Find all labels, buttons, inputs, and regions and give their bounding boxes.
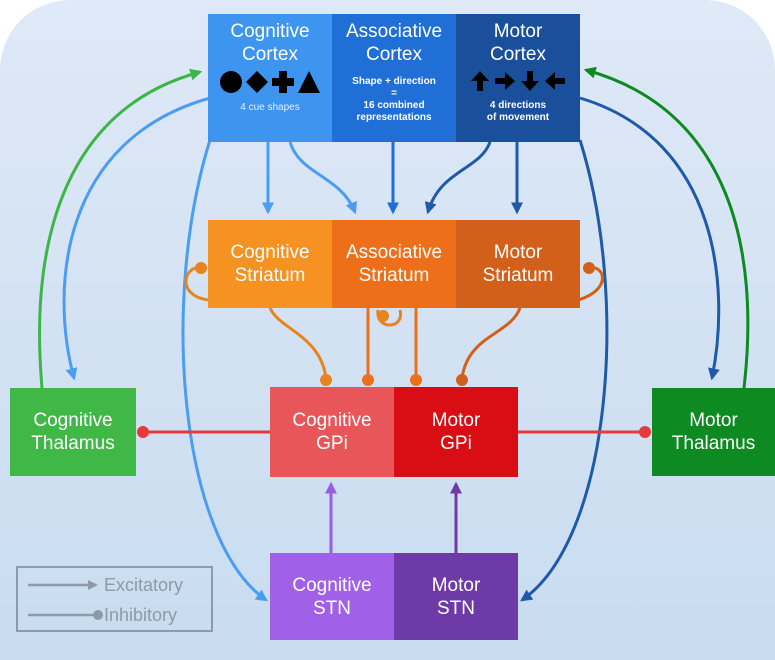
associative-note-1: Shape + direction: [352, 76, 436, 87]
associative-cortex-box: Associative Cortex Shape + direction = 1…: [332, 14, 456, 142]
associative-striatum-box: Associative Striatum: [332, 220, 456, 308]
motor-note-2: of movement: [486, 112, 550, 123]
motor-stn-line2: STN: [437, 597, 475, 619]
cognitive-gpi-box: Cognitive GPi: [270, 387, 394, 477]
motor-striatum-line2: Striatum: [482, 265, 554, 286]
cognitive-stn-line1: Cognitive: [292, 574, 372, 596]
cog-striatum-to-cog-gpi: [268, 307, 328, 379]
motor-thalamus-box: Motor Thalamus: [652, 388, 775, 476]
motor-cortex-to-motor-thalamus: [579, 96, 721, 381]
cognitive-gpi-line1: Cognitive: [292, 410, 372, 431]
legend-inhibitory-label: Inhibitory: [104, 605, 178, 625]
arrow-right-icon: [495, 72, 515, 90]
cognitive-stn-box: Cognitive STN: [270, 553, 394, 640]
cognitive-stn-line2: STN: [313, 597, 351, 619]
cog-cortex-to-cog-thalamus: [62, 96, 211, 381]
motor-striatum-to-motor-gpi: [460, 307, 522, 379]
cog-thalamus-to-cog-cortex: [38, 68, 203, 389]
inhibitory-legend-icon: [28, 610, 103, 620]
associative-note-4: representations: [356, 112, 432, 123]
cognitive-striatum-box: Cognitive Striatum: [208, 220, 332, 308]
cognitive-cortex-line1: Cognitive: [230, 21, 310, 42]
cognitive-striatum-line2: Striatum: [234, 265, 306, 286]
motor-gpi-box: Motor GPi: [394, 387, 518, 477]
motor-cortex-line1: Motor: [493, 21, 543, 42]
motor-striatum-box: Motor Striatum: [456, 220, 580, 308]
arrow-down-icon: [521, 71, 539, 91]
cog-striatum-to-cog-gpi-end: [320, 374, 332, 386]
cog-striatum-loop-end: [195, 262, 207, 274]
motor-cortex-box: Motor Cortex 4 directions of movement: [456, 14, 580, 142]
motor-cortex-line2: Cortex: [490, 44, 546, 65]
cue-shapes-caption: 4 cue shapes: [240, 102, 300, 113]
excitatory-legend-icon: [28, 580, 98, 590]
diamond-icon: [246, 71, 268, 93]
motor-gpi-line1: Motor: [431, 410, 481, 431]
cognitive-thalamus-box: Cognitive Thalamus: [10, 388, 136, 476]
motor-thalamus-line2: Thalamus: [671, 433, 756, 454]
associative-striatum-line1: Associative: [345, 242, 443, 263]
associative-cortex-line1: Associative: [345, 21, 443, 42]
motor-cortex-to-motor-stn: [520, 139, 609, 602]
cognitive-striatum-line1: Cognitive: [230, 242, 310, 263]
cog-gpi-to-cog-thalamus-end: [137, 426, 149, 438]
cog-cortex-to-cog-stn: [181, 139, 268, 602]
cog-cortex-to-assoc-striatum: [288, 141, 357, 215]
legend: Excitatory Inhibitory: [16, 566, 213, 632]
triangle-icon: [298, 71, 320, 93]
associative-note-2: =: [391, 88, 397, 99]
circle-icon: [220, 71, 242, 93]
cognitive-thalamus-line2: Thalamus: [31, 433, 115, 454]
cognitive-cortex-box: Cognitive Cortex 4 cue shapes: [208, 14, 332, 142]
assoc-striatum-loop-end: [377, 310, 389, 322]
motor-striatum-loop-end: [583, 262, 595, 274]
associative-striatum-line2: Striatum: [358, 265, 430, 286]
motor-note-1: 4 directions: [489, 100, 547, 111]
assoc-striatum-to-cog-gpi-end: [362, 374, 374, 386]
cross-icon: [272, 71, 294, 93]
legend-excitatory-label: Excitatory: [104, 575, 184, 595]
cognitive-cortex-line2: Cortex: [242, 44, 298, 65]
cognitive-gpi-line2: GPi: [316, 433, 348, 454]
motor-stn-line1: Motor: [431, 574, 481, 596]
arrow-left-icon: [545, 72, 565, 90]
direction-arrows: [470, 70, 566, 92]
motor-thalamus-to-motor-cortex: [583, 66, 750, 389]
motor-thalamus-line1: Motor: [689, 410, 738, 431]
cue-shapes: [219, 70, 321, 94]
motor-stn-box: Motor STN: [394, 553, 518, 640]
motor-gpi-line2: GPi: [440, 433, 472, 454]
cognitive-thalamus-line1: Cognitive: [33, 410, 113, 431]
associative-cortex-line2: Cortex: [366, 44, 422, 65]
motor-striatum-line1: Motor: [493, 242, 543, 263]
motor-cortex-to-assoc-striatum: [424, 141, 492, 215]
associative-note-3: 16 combined: [363, 100, 425, 111]
arrow-up-icon: [471, 71, 489, 91]
motor-striatum-to-motor-gpi-end: [456, 374, 468, 386]
connection-layer: [38, 66, 750, 602]
assoc-striatum-to-motor-gpi-end: [410, 374, 422, 386]
motor-gpi-to-motor-thalamus-end: [639, 426, 651, 438]
